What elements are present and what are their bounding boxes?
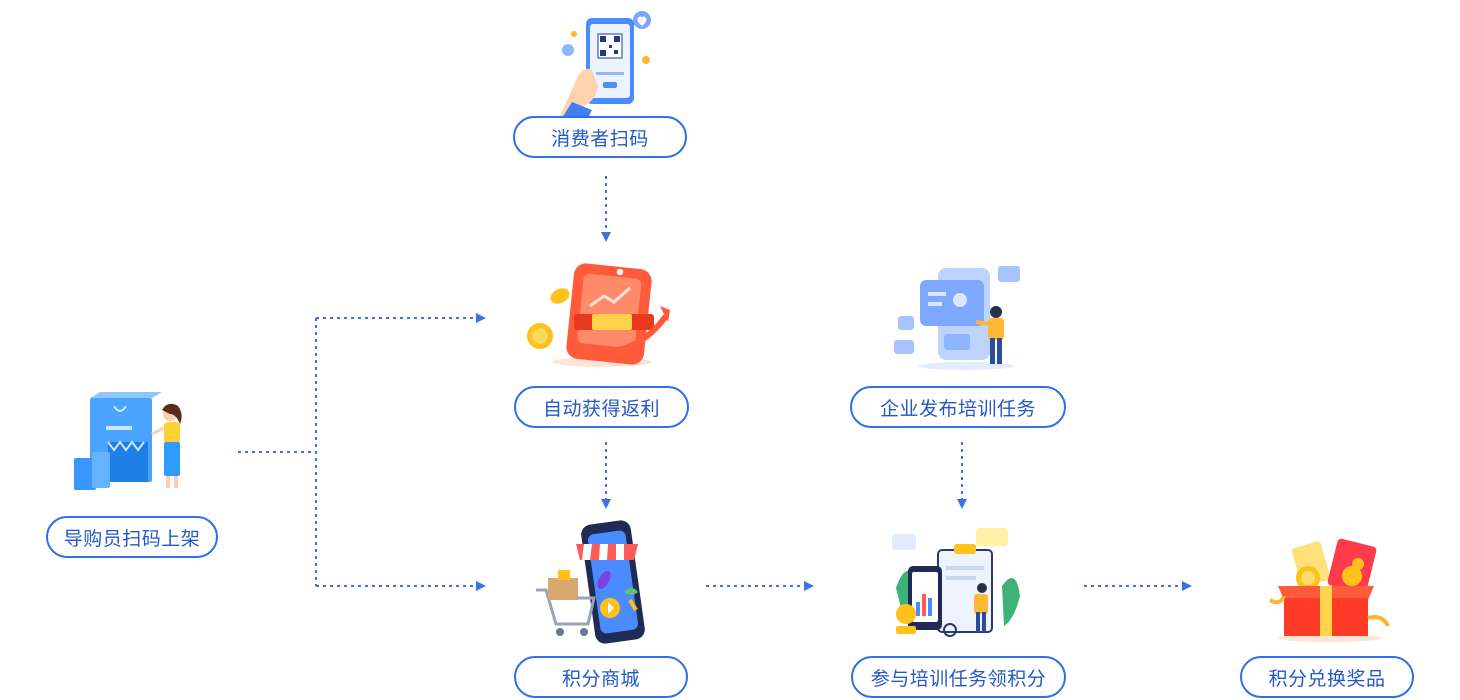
rebate-coins-phone-icon: [527, 263, 670, 367]
node-label: 消费者扫码: [551, 127, 649, 150]
node-label: 企业发布培训任务: [879, 397, 1036, 420]
node-label: 导购员扫码上架: [63, 527, 201, 550]
shopping-guide-bags-icon: [74, 392, 182, 490]
node-label: 自动获得返利: [542, 397, 660, 420]
node-training-points: 参与培训任务领积分: [851, 656, 1066, 698]
node-redeem: 积分兑换奖品: [1240, 656, 1414, 698]
node-label: 积分兑换奖品: [1268, 667, 1386, 690]
mobile-mall-cart-icon: [536, 520, 645, 644]
node-guide-scan: 导购员扫码上架: [46, 516, 218, 558]
training-task-screen-icon: [894, 266, 1020, 370]
node-scan-consumer: 消费者扫码: [513, 116, 687, 158]
phone-qr-scan-icon: [560, 11, 651, 118]
node-enterprise-task: 企业发布培训任务: [850, 386, 1066, 428]
node-label: 积分商城: [561, 667, 640, 690]
prize-gift-box-icon: [1268, 538, 1390, 642]
node-points-mall: 积分商城: [514, 656, 688, 698]
node-auto-rebate: 自动获得返利: [514, 386, 689, 428]
node-label: 参与培训任务领积分: [870, 667, 1047, 690]
training-clipboard-icon: [892, 528, 1020, 637]
